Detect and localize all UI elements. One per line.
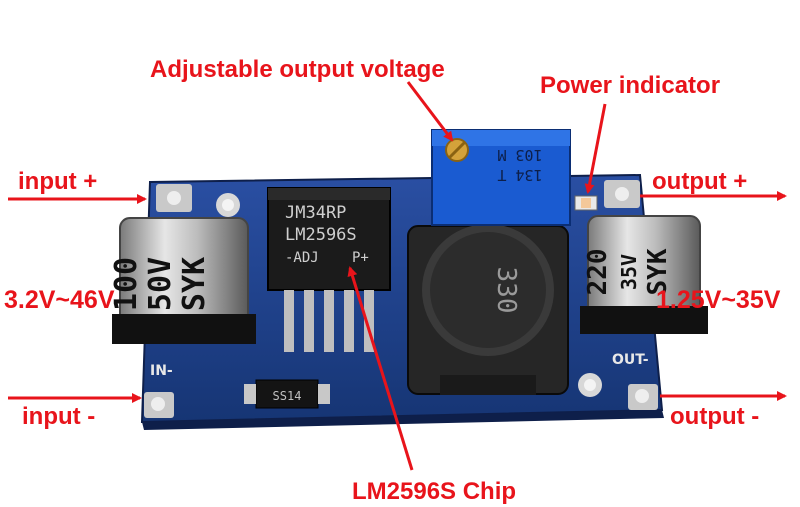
potentiometer: 103 M 134 T	[431, 129, 571, 226]
label-output-plus: output +	[652, 168, 748, 195]
cap-in-line1: 100	[109, 257, 144, 311]
chip-marking-line3: -ADJ	[285, 250, 319, 266]
solder-pads	[144, 180, 658, 418]
power-led	[574, 195, 598, 211]
input-capacitor: 100 50V SYK	[109, 217, 256, 344]
arrow-adjustable	[406, 81, 454, 142]
cap-in-line3: SYK	[177, 257, 212, 311]
label-output-voltage-range: 1.25V~35V	[656, 286, 781, 314]
arrow-power-indicator	[584, 103, 607, 194]
label-output-minus: output -	[670, 403, 760, 430]
label-power-indicator: Power indicator	[540, 72, 721, 99]
pot-marking: 103 M	[497, 146, 542, 164]
arrow-chip	[347, 266, 414, 471]
pot-marking-2: 134 T	[497, 166, 542, 184]
output-capacitor: 220 35V SYK	[580, 215, 708, 334]
chip-marking-line2: LM2596S	[285, 225, 357, 245]
label-adjustable-output-voltage: Adjustable output voltage	[150, 56, 445, 83]
silkscreen-out: OUT-	[612, 352, 649, 368]
cap-in-line2: 50V	[143, 257, 178, 311]
label-input-minus: input -	[22, 403, 96, 430]
diode-marking: SS14	[273, 389, 302, 403]
silkscreen-in: IN-	[150, 363, 173, 379]
label-lm2596s-chip: LM2596S Chip	[352, 478, 517, 505]
cap-out-line1: 220	[583, 249, 613, 296]
inductor: 330	[407, 224, 569, 395]
cap-out-line3: SYK	[643, 248, 673, 295]
inductor-marking: 330	[491, 267, 521, 314]
pcb-edge	[142, 410, 664, 430]
cap-out-line2: 35V	[617, 254, 641, 290]
chip-marking-line3b: P+	[352, 250, 369, 266]
lm2596s-chip: JM34RP LM2596S -ADJ P+	[267, 187, 391, 352]
label-input-voltage-range: 3.2V~46V	[4, 286, 115, 314]
diode: SS14	[244, 379, 330, 409]
label-input-plus: input +	[18, 168, 98, 195]
chip-marking-line1: JM34RP	[285, 203, 346, 223]
